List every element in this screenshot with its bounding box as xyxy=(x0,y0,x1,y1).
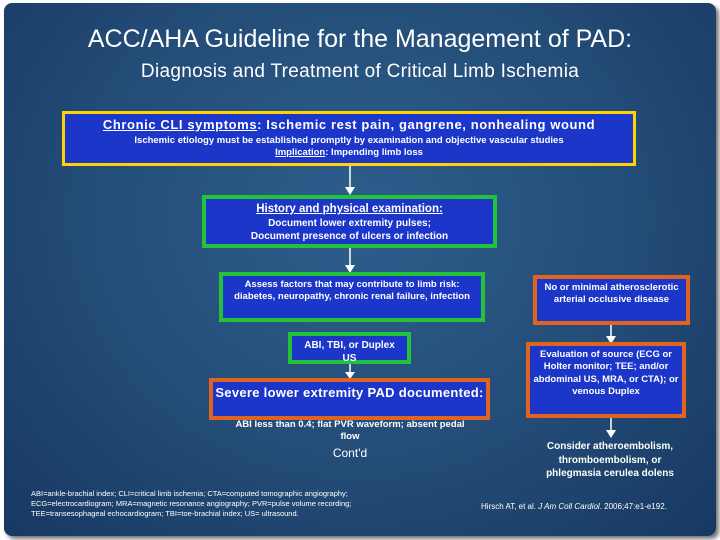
cli-symptoms-heading: Chronic CLI symptoms: Ischemic rest pain… xyxy=(65,117,633,134)
cli-symptoms-box: Chronic CLI symptoms: Ischemic rest pain… xyxy=(62,111,636,166)
footnote-line-3: TEE=transesophageal echocardiogram; TBI=… xyxy=(31,509,299,519)
severe-pad-text: Severe lower extremity PAD documented: xyxy=(215,385,484,400)
continued-label: Cont'd xyxy=(332,446,368,460)
history-line-pulses: Document lower extremity pulses; xyxy=(268,217,431,229)
slide-subtitle: Diagnosis and Treatment of Critical Limb… xyxy=(140,61,580,82)
arrow-cli-to-history xyxy=(345,166,355,195)
assess-factors-box: Assess factors that may contribute to li… xyxy=(219,272,485,322)
cli-heading-rest: : Ischemic rest pain, gangrene, nonheali… xyxy=(257,117,596,132)
implication-rest: : Impending limb loss xyxy=(325,147,423,159)
source-evaluation-box: Evaluation of source (ECG or Holter moni… xyxy=(526,342,686,418)
assess-factors-text: Assess factors that may contribute to li… xyxy=(234,279,470,303)
abi-criteria-text: ABI less than 0.4; flat PVR waveform; ab… xyxy=(235,419,465,443)
abi-tbi-duplex-text: ABI, TBI, or Duplex US xyxy=(304,340,395,364)
consider-text: Consider atheroembolism, thromboembolism… xyxy=(546,441,674,479)
footnote-line-1: ABI=ankle-brachial index; CLI=critical l… xyxy=(31,489,348,498)
history-exam-box: History and physical examination: Docume… xyxy=(202,195,497,248)
implication-label: Implication xyxy=(275,147,326,159)
slide-background xyxy=(4,3,716,536)
arrow-eval-to-consider xyxy=(606,418,616,438)
citation: Hirsch AT, et al. J Am Coll Cardiol. 200… xyxy=(481,502,667,513)
history-heading: History and physical examination: xyxy=(256,203,443,215)
abbreviations-footnote: ABI=ankle-brachial index; CLI=critical l… xyxy=(31,489,451,519)
arrow-history-to-assess xyxy=(345,248,355,273)
footnote-line-2: ECG=electrocardiogram; MRA=magnetic reso… xyxy=(31,499,352,509)
citation-authors: Hirsch AT, et al. xyxy=(481,502,539,511)
history-line-ulcers: Document presence of ulcers or infection xyxy=(250,230,449,242)
arrow-abi-to-severe xyxy=(345,364,355,379)
cli-etiology-text: Ischemic etiology must be established pr… xyxy=(134,134,564,146)
arrow-nominimal-to-eval xyxy=(606,325,616,344)
citation-rest: . 2006;47:e1-e192. xyxy=(599,502,667,511)
citation-journal: J Am Coll Cardiol xyxy=(538,502,600,511)
cli-heading-label: Chronic CLI symptoms xyxy=(102,117,258,132)
no-minimal-disease-text: No or minimal atherosclerotic arterial o… xyxy=(544,282,679,306)
cli-implication-text: Implication: Impending limb loss xyxy=(65,147,633,159)
source-evaluation-text: Evaluation of source (ECG or Holter moni… xyxy=(533,349,679,398)
slide-title: ACC/AHA Guideline for the Management of … xyxy=(87,25,633,53)
severe-pad-box: Severe lower extremity PAD documented: xyxy=(209,378,490,420)
abi-tbi-duplex-box: ABI, TBI, or Duplex US xyxy=(288,332,411,364)
no-minimal-disease-box: No or minimal atherosclerotic arterial o… xyxy=(533,275,690,325)
